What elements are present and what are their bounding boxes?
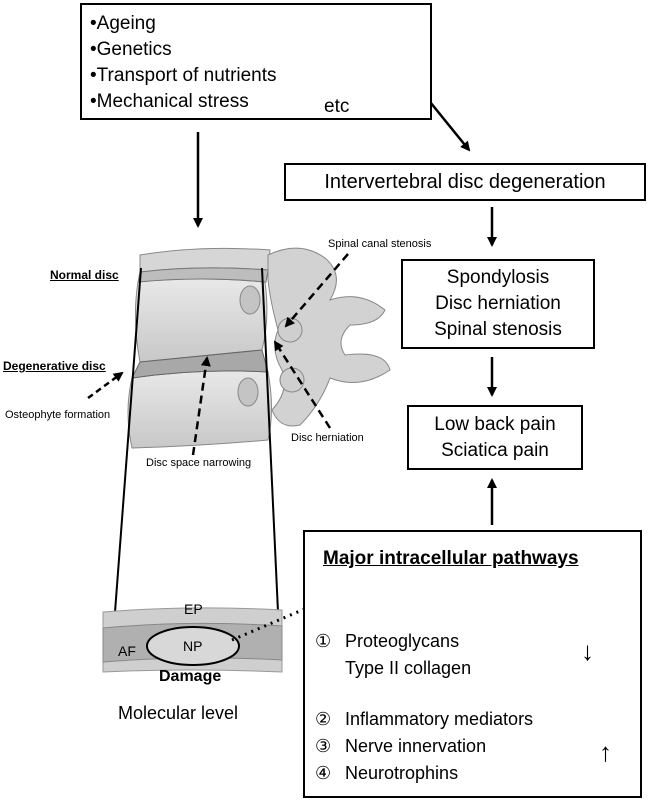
label-normal-disc: Normal disc bbox=[50, 268, 119, 282]
label-osteophyte: Osteophyte formation bbox=[5, 409, 111, 421]
factor-genetics: •Genetics bbox=[90, 39, 172, 60]
pathway-label: Neurotrophins bbox=[345, 763, 459, 783]
pathway-label: Nerve innervation bbox=[345, 736, 487, 756]
decrease-arrow-icon: ↓ bbox=[581, 636, 594, 666]
funnel-line-right bbox=[261, 267, 279, 613]
condition-spondylosis: Spondylosis bbox=[446, 267, 550, 288]
label-space-narrowing: Disc space narrowing bbox=[146, 457, 252, 469]
label-damage: Damage bbox=[159, 668, 222, 685]
arrow-space-narrowing bbox=[191, 356, 211, 456]
conditions-box: Spondylosis Disc herniation Spinal steno… bbox=[401, 259, 595, 349]
pathway-item-nerve: ③ Nerve innervation bbox=[315, 736, 486, 757]
factor-mechanical-stress: •Mechanical stress bbox=[90, 91, 249, 112]
pain-sciatica: Sciatica pain bbox=[441, 439, 549, 461]
pathways-box: Major intracellular pathways ① Proteoglyc… bbox=[303, 530, 642, 798]
normal-disc-shape bbox=[137, 267, 269, 283]
pathway-item-inflammatory: ② Inflammatory mediators bbox=[315, 709, 533, 730]
degeneration-box: Intervertebral disc degeneration bbox=[284, 163, 646, 201]
pathway-item-proteoglycans: ① Proteoglycans bbox=[315, 631, 459, 652]
spine-illustration bbox=[127, 247, 391, 449]
factor-etc: etc bbox=[324, 96, 350, 117]
label-np: NP bbox=[183, 638, 203, 654]
label-molecular-level: Molecular level bbox=[118, 703, 239, 723]
pathway-number: ② bbox=[315, 709, 332, 729]
funnel-line-left bbox=[114, 267, 142, 613]
increase-arrow-icon: ↑ bbox=[599, 737, 612, 767]
np-ellipse bbox=[146, 626, 240, 666]
label-af: AF bbox=[118, 643, 136, 659]
condition-disc-herniation: Disc herniation bbox=[435, 293, 561, 314]
pathways-title: Major intracellular pathways bbox=[323, 548, 579, 569]
condition-spinal-stenosis: Spinal stenosis bbox=[434, 319, 562, 340]
factor-nutrients: •Transport of nutrients bbox=[90, 65, 277, 86]
molecular-disc-image bbox=[102, 607, 283, 673]
label-disc-herniation: Disc herniation bbox=[291, 432, 364, 444]
pathway-label: Proteoglycans bbox=[345, 631, 460, 651]
pathway-number: ④ bbox=[315, 763, 332, 783]
factor-ageing: •Ageing bbox=[90, 13, 156, 34]
pathway-item-collagen: Type II collagen bbox=[315, 658, 471, 679]
arrow-canal-stenosis bbox=[284, 253, 349, 328]
risk-factors-box: •Ageing •Genetics •Transport of nutrient… bbox=[80, 3, 432, 120]
degenerative-disc-shape bbox=[131, 349, 269, 379]
pathway-label: Type II collagen bbox=[345, 658, 472, 678]
pathway-item-neurotrophins: ④ Neurotrophins bbox=[315, 763, 458, 784]
arrow-osteophyte bbox=[87, 371, 124, 400]
pathway-label: Inflammatory mediators bbox=[345, 709, 534, 729]
arrow-disc-herniation bbox=[273, 340, 332, 429]
label-degenerative-disc: Degenerative disc bbox=[3, 359, 106, 373]
pain-low-back: Low back pain bbox=[434, 413, 556, 435]
label-canal-stenosis: Spinal canal stenosis bbox=[328, 238, 432, 250]
pain-box: Low back pain Sciatica pain bbox=[407, 405, 583, 470]
pathway-number: ① bbox=[315, 631, 332, 651]
label-ep: EP bbox=[184, 601, 203, 617]
pathway-number: ③ bbox=[315, 736, 332, 756]
